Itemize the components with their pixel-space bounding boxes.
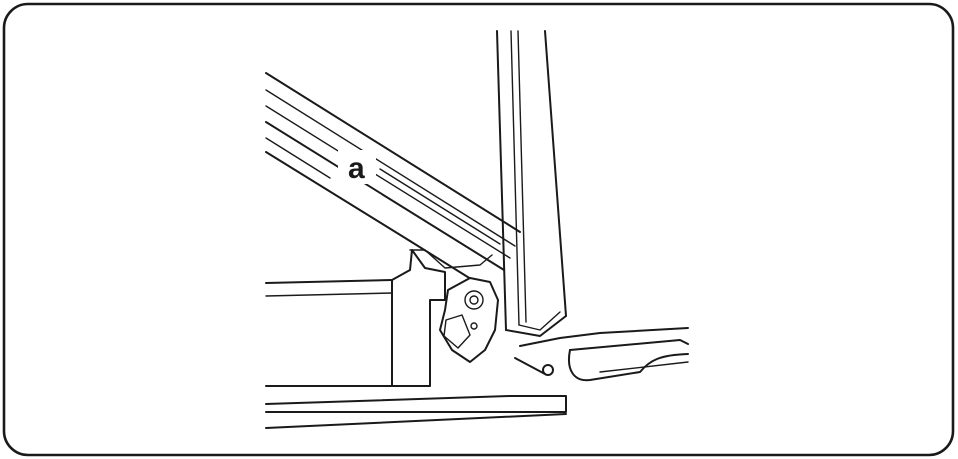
vertical-upright — [496, 30, 567, 337]
label-a-text: a — [348, 152, 365, 185]
part-label-a: a — [338, 150, 376, 185]
hinge-mechanism — [439, 277, 499, 363]
diagonal-rail — [265, 72, 521, 295]
base-rail — [514, 327, 689, 382]
bracket-block — [391, 249, 493, 387]
horizontal-shelf — [265, 279, 567, 429]
